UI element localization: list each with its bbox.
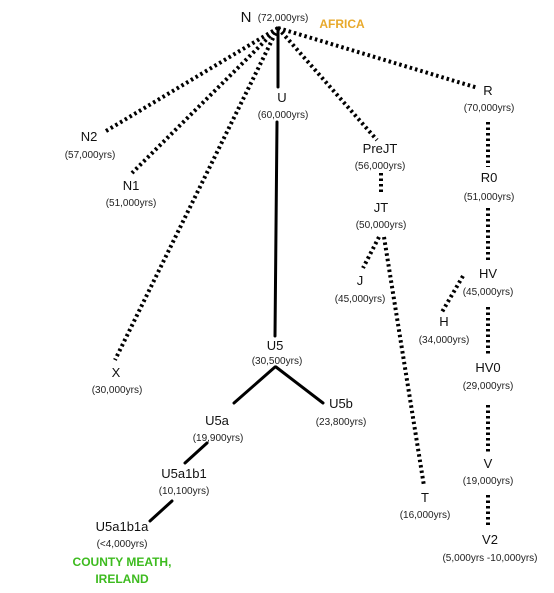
node-jt: JT (50,000yrs): [356, 200, 407, 231]
node-h-age: (34,000yrs): [419, 335, 470, 346]
node-u5a1b1-label: U5a1b1: [161, 466, 207, 481]
edge-jt-j: [361, 236, 381, 269]
node-n2-age: (57,000yrs): [65, 150, 116, 161]
node-r0-age: (51,000yrs): [464, 192, 515, 203]
node-h-label: H: [439, 314, 448, 329]
node-v2: V2 (5,000yrs -10,000yrs): [442, 532, 537, 564]
edge-u5a-u5a1b1: [183, 441, 209, 465]
node-x: X (30,000yrs): [92, 365, 143, 396]
edge-n-x: [113, 27, 280, 361]
node-u5a1b1a: U5a1b1a (<4,000yrs): [96, 519, 150, 550]
node-r-age: (70,000yrs): [464, 103, 515, 114]
node-u5a1b1-age: (10,100yrs): [159, 486, 210, 497]
node-hv: HV (45,000yrs): [463, 266, 514, 298]
node-j: J (45,000yrs): [335, 273, 386, 305]
node-u5a: U5a (19,900yrs): [193, 413, 244, 444]
node-jt-age: (50,000yrs): [356, 220, 407, 231]
edge-n-prejt: [276, 26, 379, 142]
node-u: U (60,000yrs): [258, 90, 309, 121]
node-u5b-age: (23,800yrs): [316, 417, 367, 428]
edge-jt-t: [382, 236, 426, 487]
node-u5a1b1: U5a1b1 (10,100yrs): [159, 466, 210, 497]
node-hv0-label: HV0: [475, 360, 500, 375]
africa-callout: AFRICA: [319, 17, 365, 31]
edge-u5-u5a: [232, 365, 277, 405]
node-n2-label: N2: [81, 129, 98, 144]
node-u5: U5 (30,500yrs): [252, 338, 303, 367]
node-r-label: R: [483, 83, 492, 98]
node-r0: R0 (51,000yrs): [464, 170, 515, 203]
edge-hv-h: [440, 274, 465, 314]
node-prejt-label: PreJT: [363, 141, 398, 156]
node-u5-label: U5: [267, 338, 284, 353]
node-t-age: (16,000yrs): [400, 510, 451, 521]
node-u5-age: (30,500yrs): [252, 356, 303, 367]
node-u5a1b1a-age: (<4,000yrs): [97, 539, 148, 550]
node-h: H (34,000yrs): [419, 314, 470, 346]
edge-n-n1: [130, 26, 280, 175]
node-n: N (72,000yrs): [241, 9, 309, 26]
node-jt-label: JT: [374, 200, 389, 215]
node-hv0-age: (29,000yrs): [463, 381, 514, 392]
node-hv-label: HV: [479, 266, 497, 281]
node-v: V (19,000yrs): [463, 456, 514, 487]
node-n-age: (72,000yrs): [258, 13, 309, 24]
node-v-age: (19,000yrs): [463, 476, 514, 487]
county-callout-line2: IRELAND: [95, 572, 149, 586]
node-n2: N2 (57,000yrs): [65, 129, 116, 161]
node-r: R (70,000yrs): [464, 83, 515, 114]
node-u5a-label: U5a: [205, 413, 230, 428]
county-callout-line1: COUNTY MEATH,: [73, 555, 172, 569]
node-u-age: (60,000yrs): [258, 110, 309, 121]
node-n1-age: (51,000yrs): [106, 198, 157, 209]
edge-u-u5: [273, 120, 279, 338]
node-n-label: N: [241, 9, 252, 26]
node-u-label: U: [277, 90, 286, 105]
tree-edges: [104, 26, 490, 526]
node-j-age: (45,000yrs): [335, 294, 386, 305]
node-u5a-age: (19,900yrs): [193, 433, 244, 444]
edge-u5-u5b: [274, 365, 325, 405]
node-u5a1b1a-label: U5a1b1a: [96, 519, 150, 534]
node-u5b: U5b (23,800yrs): [316, 396, 367, 428]
node-x-label: X: [112, 365, 121, 380]
node-u5b-label: U5b: [329, 396, 353, 411]
node-v2-age: (5,000yrs -10,000yrs): [442, 553, 537, 564]
edge-u5a1b1-u5a1b1a: [148, 499, 174, 523]
node-t-label: T: [421, 490, 429, 505]
edge-n-n2: [104, 26, 280, 133]
node-prejt: PreJT (56,000yrs): [355, 141, 406, 172]
node-j-label: J: [357, 273, 364, 288]
node-v-label: V: [484, 456, 493, 471]
node-n1-label: N1: [123, 178, 140, 193]
node-hv-age: (45,000yrs): [463, 287, 514, 298]
node-n1: N1 (51,000yrs): [106, 178, 157, 209]
node-x-age: (30,000yrs): [92, 385, 143, 396]
node-hv0: HV0 (29,000yrs): [463, 360, 514, 392]
node-v2-label: V2: [482, 532, 498, 547]
node-t: T (16,000yrs): [400, 490, 451, 521]
node-r0-label: R0: [481, 170, 498, 185]
edge-n-r: [277, 26, 479, 90]
node-prejt-age: (56,000yrs): [355, 161, 406, 172]
county-meath-callout: COUNTY MEATH, IRELAND: [73, 555, 172, 586]
